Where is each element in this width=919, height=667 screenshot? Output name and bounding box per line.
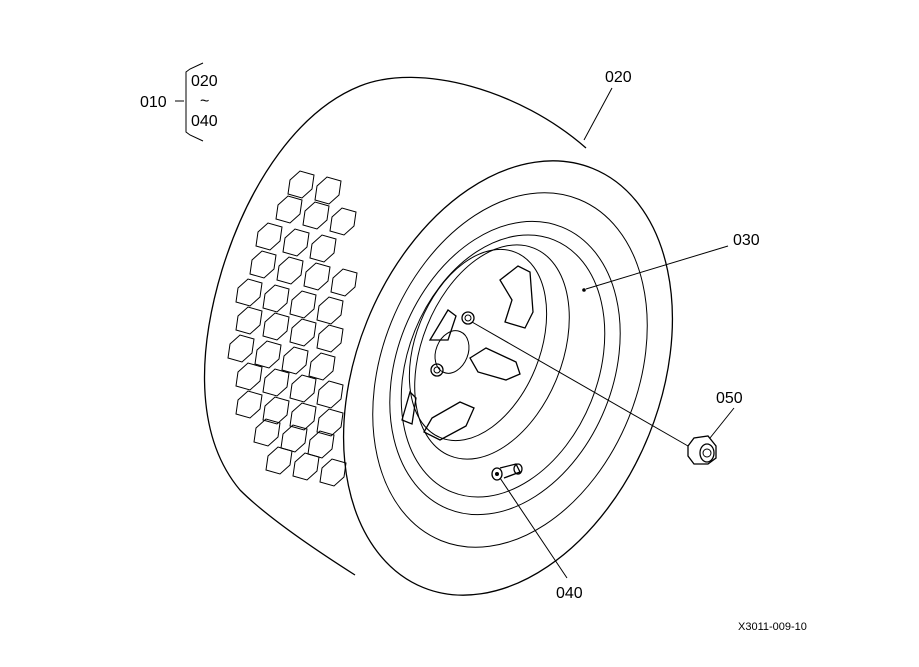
wheel-rim — [389, 220, 621, 516]
label-range-tilde: ~ — [200, 93, 209, 110]
tire-tread-pattern — [227, 170, 358, 487]
tread-lug — [255, 222, 283, 251]
tread-lug — [287, 170, 315, 199]
label-range-start-020: 020 — [191, 73, 218, 90]
label-assembly-010: 010 — [140, 94, 167, 111]
hub-center — [434, 330, 470, 374]
leader-nut — [709, 407, 735, 439]
label-valve-040: 040 — [556, 585, 583, 602]
tire-front-sidewall — [342, 160, 674, 596]
tread-lug — [262, 396, 290, 425]
tread-lug — [309, 234, 337, 263]
tire-bead-line — [372, 192, 648, 548]
rim-flange-outer — [389, 220, 621, 516]
tread-lug — [235, 278, 263, 307]
lug-stud-top — [461, 311, 475, 325]
tread-lug — [316, 324, 344, 353]
rim-window-left-bottom — [401, 390, 417, 425]
bracket-brace — [185, 62, 204, 142]
tread-lug — [227, 334, 255, 363]
tread-lug — [280, 424, 308, 453]
tread-lug — [316, 408, 344, 437]
tread-lug — [289, 290, 317, 319]
figure-code: X3011-009-10 — [738, 621, 807, 633]
tread-lug — [249, 250, 277, 279]
tread-lug — [289, 402, 317, 431]
valve-stem — [491, 463, 523, 481]
label-range-end-040: 040 — [191, 113, 218, 130]
tread-lug — [253, 418, 281, 447]
leader-wheel — [585, 245, 729, 290]
tread-lug — [282, 228, 310, 257]
tread-lug — [275, 195, 303, 224]
leader-lines — [471, 87, 735, 579]
tire — [203, 76, 674, 596]
label-tire-020: 020 — [605, 69, 632, 86]
tread-lug — [235, 362, 263, 391]
rim-barrel — [414, 244, 570, 460]
label-wheel-030: 030 — [733, 232, 760, 249]
tread-lug — [316, 296, 344, 325]
tread-lug — [262, 312, 290, 341]
tread-lug — [262, 284, 290, 313]
tread-lug — [235, 390, 263, 419]
label-nut-050: 050 — [716, 390, 743, 407]
rim-disc-edge — [408, 248, 548, 442]
wheel-nut — [687, 435, 717, 465]
tread-lug — [302, 201, 330, 230]
tread-lug — [308, 352, 336, 381]
rim-window-left-top — [428, 309, 457, 341]
tire-rear-edge — [203, 76, 587, 576]
tread-lug — [307, 430, 335, 459]
tread-lug — [262, 368, 290, 397]
tread-lug — [316, 380, 344, 409]
leader-nut-to-stud — [471, 321, 689, 447]
tread-lug — [314, 176, 342, 205]
rim-window-right — [469, 347, 521, 381]
tread-lug — [303, 262, 331, 291]
tread-lug — [235, 306, 263, 335]
tread-lug — [289, 374, 317, 403]
leader-tire — [583, 87, 613, 141]
assembly-range-bracket: 010 020 ~ 040 — [140, 62, 218, 142]
lug-stud-left — [430, 363, 444, 377]
tread-lug — [254, 340, 282, 369]
tread-lug — [292, 452, 320, 481]
rim-window-bottom — [423, 401, 475, 441]
tread-lug — [319, 458, 347, 487]
tread-lug — [289, 318, 317, 347]
tread-lug — [329, 207, 357, 236]
rim-window-top — [499, 265, 534, 329]
rim-flange-inner — [400, 234, 606, 498]
tread-lug — [265, 446, 293, 475]
tread-lug — [330, 268, 358, 297]
tread-lug — [281, 346, 309, 375]
tread-lug — [276, 256, 304, 285]
leader-valve — [499, 477, 568, 579]
